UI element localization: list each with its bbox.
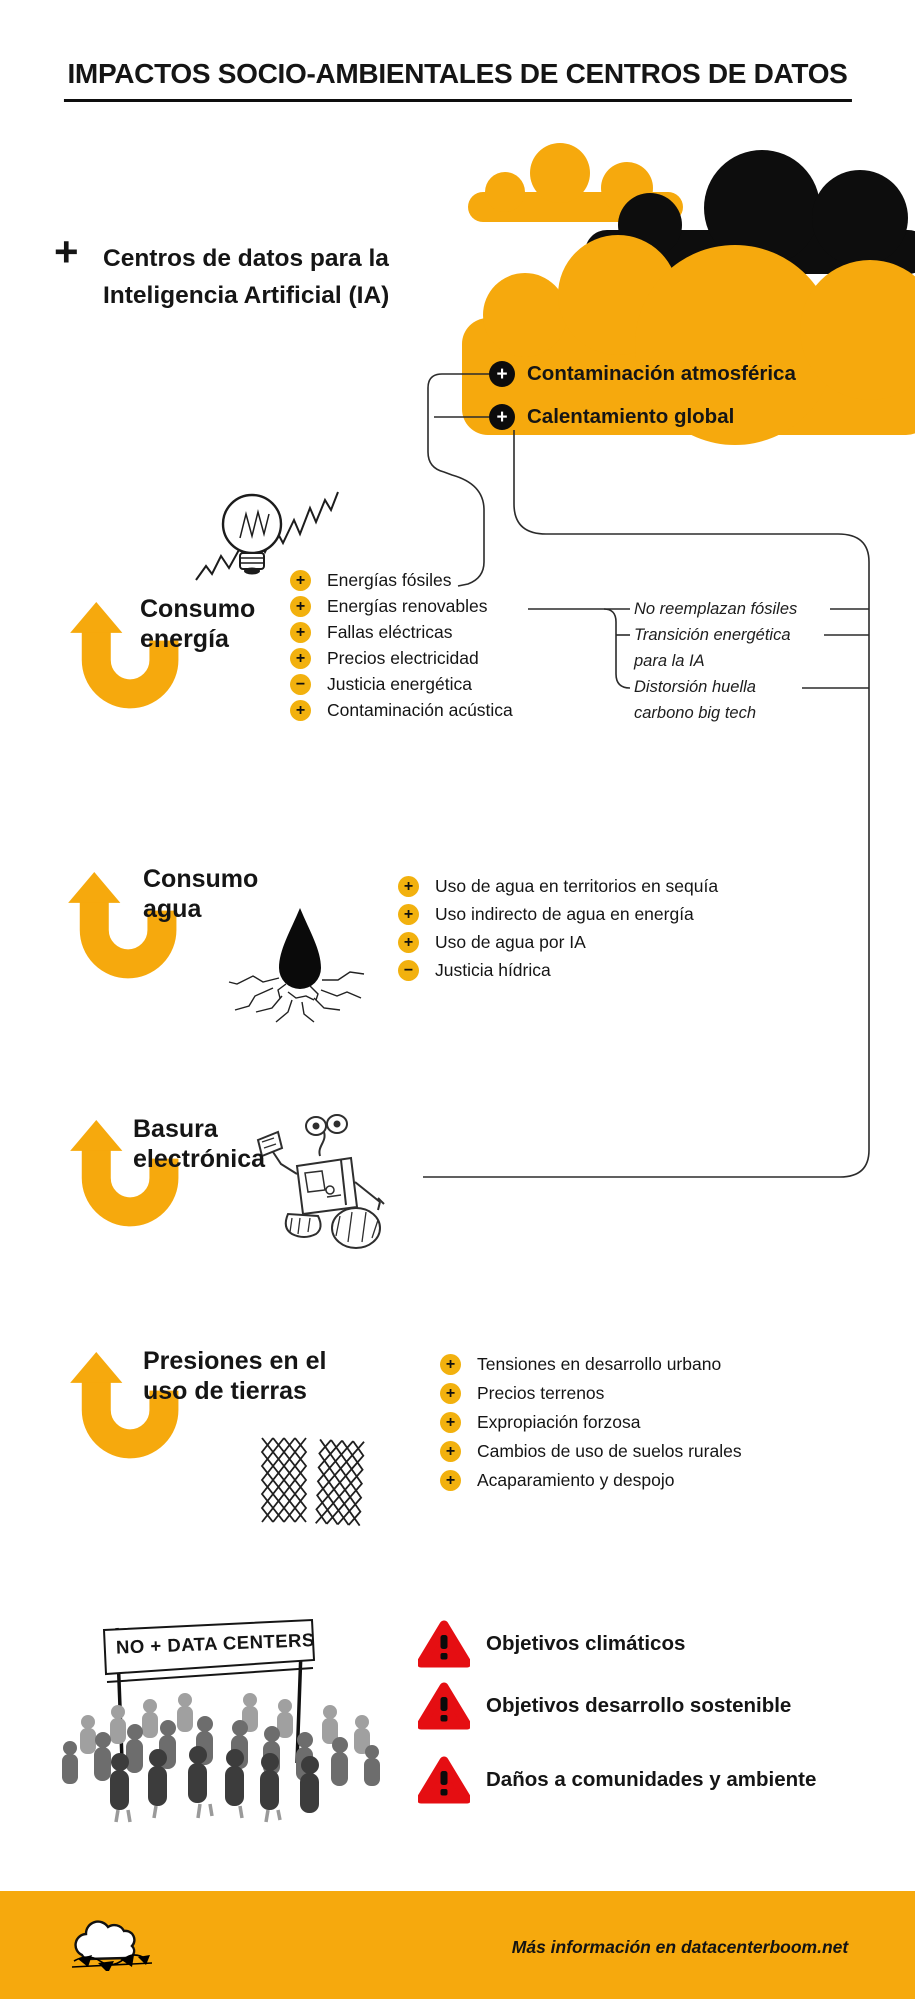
- water-drop-illustration: [228, 908, 365, 1023]
- warning-triangle-icon: [418, 1620, 470, 1668]
- plus-icon: +: [440, 1441, 461, 1462]
- list-item: + Precios terrenos: [440, 1383, 604, 1404]
- plus-circle-icon: +: [489, 361, 515, 387]
- warning-label: Objetivos desarrollo sostenible: [486, 1694, 792, 1717]
- cloud-impact-item: + Contaminación atmosférica: [489, 361, 796, 387]
- minus-icon: −: [290, 674, 311, 695]
- plus-icon: +: [290, 622, 311, 643]
- list-item-label: Precios terrenos: [477, 1383, 605, 1403]
- list-item-label: Fallas eléctricas: [327, 622, 453, 642]
- list-item: + Contaminación acústica: [290, 700, 513, 721]
- plus-icon: +: [440, 1354, 461, 1375]
- list-item: + Energías fósiles: [290, 570, 452, 591]
- connector-notes-bracket: [603, 608, 631, 689]
- plus-icon: +: [440, 1412, 461, 1433]
- note-item: No reemplazan fósiles: [634, 600, 798, 618]
- section-title-land: Presiones en el uso de tierras: [143, 1347, 327, 1405]
- minus-icon: −: [398, 960, 419, 981]
- warning-triangle-icon: [418, 1682, 470, 1730]
- list-item-label: Tensiones en desarrollo urbano: [477, 1354, 722, 1374]
- list-item-label: Uso indirecto de agua en energía: [435, 904, 694, 924]
- list-item: + Expropiación forzosa: [440, 1412, 640, 1433]
- plus-circle-icon: +: [489, 404, 515, 430]
- list-item: + Precios electricidad: [290, 648, 479, 669]
- warning-label: Objetivos climáticos: [486, 1632, 686, 1655]
- fence-illustration: [260, 1437, 365, 1527]
- list-item: + Acaparamiento y despojo: [440, 1470, 674, 1491]
- list-item: + Tensiones en desarrollo urbano: [440, 1354, 721, 1375]
- list-item: + Fallas eléctricas: [290, 622, 452, 643]
- list-item: + Energías renovables: [290, 596, 488, 617]
- plus-icon: +: [398, 932, 419, 953]
- impact-label: Contaminación atmosférica: [527, 362, 796, 385]
- plus-icon: +: [398, 904, 419, 925]
- plus-icon: +: [290, 570, 311, 591]
- section-title-water: Consumo agua: [143, 865, 259, 923]
- plus-icon: +: [290, 648, 311, 669]
- crowd-illustration: [62, 1618, 380, 1823]
- page-title: IMPACTOS SOCIO-AMBIENTALES DE CENTROS DE…: [63, 58, 852, 102]
- intro-heading: Centros de datos para la Inteligencia Ar…: [103, 245, 390, 309]
- footer-band: Más información en datacenterboom.net: [0, 1891, 915, 1999]
- section-title-energy: Consumo energía: [140, 595, 256, 653]
- note-item: Distorsión huella carbono big tech: [634, 678, 757, 722]
- connector-lines: [423, 373, 870, 1178]
- warning-triangle-icon: [418, 1756, 470, 1804]
- list-item: + Cambios de uso de suelos rurales: [440, 1441, 742, 1462]
- section-title-ewaste: Basura electrónica: [133, 1115, 266, 1173]
- warning-item: Daños a comunidades y ambiente: [418, 1756, 816, 1804]
- big-yellow-cloud: [462, 235, 915, 445]
- footer-note: Más información en datacenterboom.net: [511, 1937, 849, 1957]
- u-turn-arrow-icon: [70, 602, 179, 709]
- plus-icon: +: [398, 876, 419, 897]
- footer-cloud-icon: [71, 1920, 153, 1971]
- note-item: Transición energética para la IA: [634, 626, 791, 670]
- list-item: − Justicia hídrica: [398, 960, 551, 981]
- small-yellow-cloud: [468, 143, 683, 222]
- warning-label: Daños a comunidades y ambiente: [486, 1768, 817, 1791]
- list-item-label: Contaminación acústica: [327, 700, 513, 720]
- cloud-impact-item: + Calentamiento global: [489, 404, 734, 430]
- list-item: + Uso de agua por IA: [398, 932, 586, 953]
- list-item-label: Cambios de uso de suelos rurales: [477, 1441, 742, 1461]
- plus-icon: +: [440, 1383, 461, 1404]
- plus-icon: +: [290, 700, 311, 721]
- list-item: + Uso de agua en territorios en sequía: [398, 876, 718, 897]
- clouds-illustration: [462, 143, 915, 445]
- connector-notes-right: [802, 608, 869, 689]
- list-item-label: Justicia hídrica: [435, 960, 551, 980]
- u-turn-arrow-icon: [68, 872, 177, 979]
- list-item-label: Energías fósiles: [327, 570, 452, 590]
- warning-item: Objetivos climáticos: [418, 1620, 685, 1668]
- list-item: + Uso indirecto de agua en energía: [398, 904, 694, 925]
- lightbulb-illustration: [195, 491, 339, 581]
- impact-label: Calentamiento global: [527, 405, 735, 428]
- list-item-label: Precios electricidad: [327, 648, 479, 668]
- list-item-label: Justicia energética: [327, 674, 472, 694]
- warning-item: Objetivos desarrollo sostenible: [418, 1682, 791, 1730]
- u-turn-arrow-icon: [70, 1120, 179, 1227]
- plus-icon: +: [290, 596, 311, 617]
- list-item-label: Energías renovables: [327, 596, 488, 616]
- connector-warming-to-ewaste: [423, 430, 870, 1178]
- list-item-label: Acaparamiento y despojo: [477, 1470, 675, 1490]
- plus-marker-icon: +: [54, 228, 79, 275]
- list-item-label: Expropiación forzosa: [477, 1412, 641, 1432]
- connector-cloud-to-fossil: [427, 373, 489, 587]
- list-item-label: Uso de agua por IA: [435, 932, 586, 952]
- robot-illustration: [256, 1114, 385, 1249]
- list-item-label: Uso de agua en territorios en sequía: [435, 876, 719, 896]
- list-item: − Justicia energética: [290, 674, 472, 695]
- u-turn-arrow-icon: [70, 1352, 179, 1459]
- plus-icon: +: [440, 1470, 461, 1491]
